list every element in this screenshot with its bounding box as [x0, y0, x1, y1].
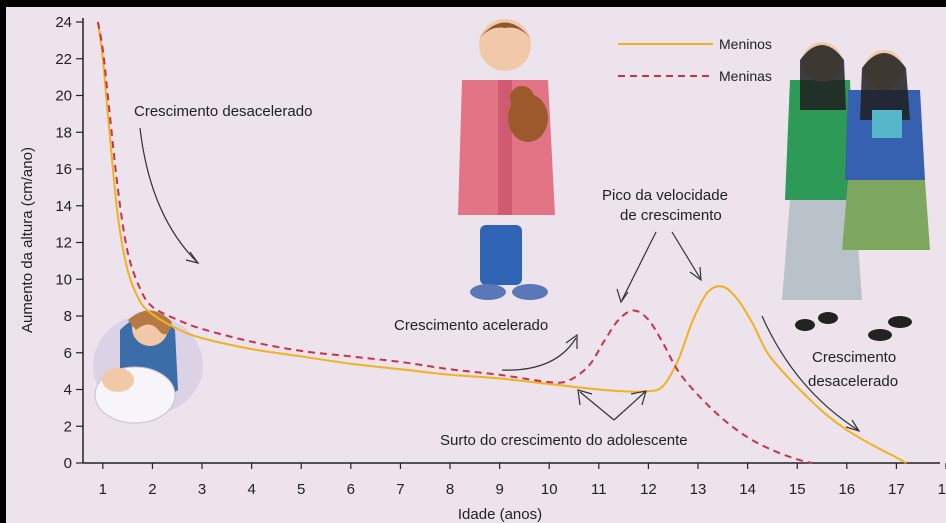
x-tick-label: 3 — [198, 481, 206, 498]
frame-border-left — [0, 0, 6, 523]
y-tick-label: 20 — [55, 88, 72, 105]
arrow-surge-left — [579, 391, 615, 421]
arrow-surge-right — [613, 391, 646, 421]
annotation-late-deceleration-line1: Crescimento — [812, 349, 896, 366]
series-lines — [96, 21, 907, 464]
x-tick-label: 12 — [640, 481, 657, 498]
arrowhead — [185, 251, 200, 264]
x-tick-label: 17 — [888, 481, 905, 498]
arrow-late-deceleration — [761, 315, 859, 431]
axes: 123456789101112131415161718 024681012141… — [55, 14, 946, 498]
y-tick-label: 24 — [55, 14, 72, 31]
illustrations — [93, 19, 930, 424]
arrowhead — [565, 333, 578, 349]
arrowhead — [577, 389, 593, 406]
x-axis-ticks: 123456789101112131415161718 — [99, 463, 946, 498]
legend-label-meninos: Meninos — [719, 36, 772, 52]
x-tick-label: 2 — [148, 481, 156, 498]
y-tick-label: 0 — [64, 455, 72, 472]
y-tick-label: 14 — [55, 198, 72, 215]
x-tick-label: 18 — [938, 481, 946, 498]
arrow-peak-to-girls — [621, 231, 657, 301]
annotation-accelerated: Crescimento acelerado — [394, 317, 548, 334]
annotation-peak-line1: Pico da velocidade — [602, 187, 728, 204]
series-line-meninas — [96, 21, 813, 464]
x-tick-label: 5 — [297, 481, 305, 498]
legend-label-meninas: Meninas — [719, 68, 772, 84]
annotation-late-deceleration-line2: desacelerado — [808, 373, 898, 390]
boy-illustration — [458, 19, 555, 300]
y-tick-label: 8 — [64, 308, 72, 325]
x-tick-label: 15 — [789, 481, 806, 498]
series-line-meninos — [96, 21, 907, 464]
x-axis-title: Idade (anos) — [458, 506, 542, 523]
arrowhead — [845, 419, 861, 433]
arrowhead — [616, 288, 629, 304]
y-tick-label: 4 — [64, 382, 72, 399]
arrowhead — [689, 266, 702, 282]
annotation-early-deceleration: Crescimento desacelerado — [134, 103, 312, 120]
y-tick-label: 16 — [55, 161, 72, 178]
y-tick-label: 2 — [64, 418, 72, 435]
annotations: Crescimento desacelerado Pico da velocid… — [134, 103, 898, 449]
x-tick-label: 6 — [347, 481, 355, 498]
y-tick-label: 12 — [55, 235, 72, 252]
x-tick-label: 11 — [591, 481, 607, 498]
x-tick-label: 7 — [396, 481, 404, 498]
x-tick-label: 9 — [495, 481, 503, 498]
y-axis-title: Aumento da altura (cm/ano) — [19, 147, 36, 333]
x-tick-label: 13 — [690, 481, 707, 498]
arrowhead — [630, 390, 647, 406]
x-tick-label: 14 — [739, 481, 756, 498]
baby-illustration — [93, 310, 203, 424]
legend: Meninos Meninas — [618, 36, 772, 84]
x-tick-label: 8 — [446, 481, 454, 498]
annotation-arrows — [139, 127, 861, 433]
x-tick-label: 10 — [541, 481, 558, 498]
y-tick-label: 22 — [55, 51, 72, 68]
arrow-early-deceleration — [139, 127, 198, 263]
x-tick-label: 1 — [99, 481, 107, 498]
annotation-adolescent-surge: Surto do crescimento do adolescente — [440, 432, 688, 449]
y-tick-label: 6 — [64, 345, 72, 362]
annotation-peak-line2: de crescimento — [620, 207, 722, 224]
frame-border-top — [0, 0, 946, 7]
x-tick-label: 4 — [247, 481, 255, 498]
arrow-peak-to-boys — [671, 231, 701, 279]
y-tick-label: 18 — [55, 124, 72, 141]
girls-illustration — [782, 42, 930, 341]
arrow-accelerated — [501, 337, 577, 371]
y-tick-label: 10 — [55, 271, 72, 288]
x-tick-label: 16 — [838, 481, 855, 498]
